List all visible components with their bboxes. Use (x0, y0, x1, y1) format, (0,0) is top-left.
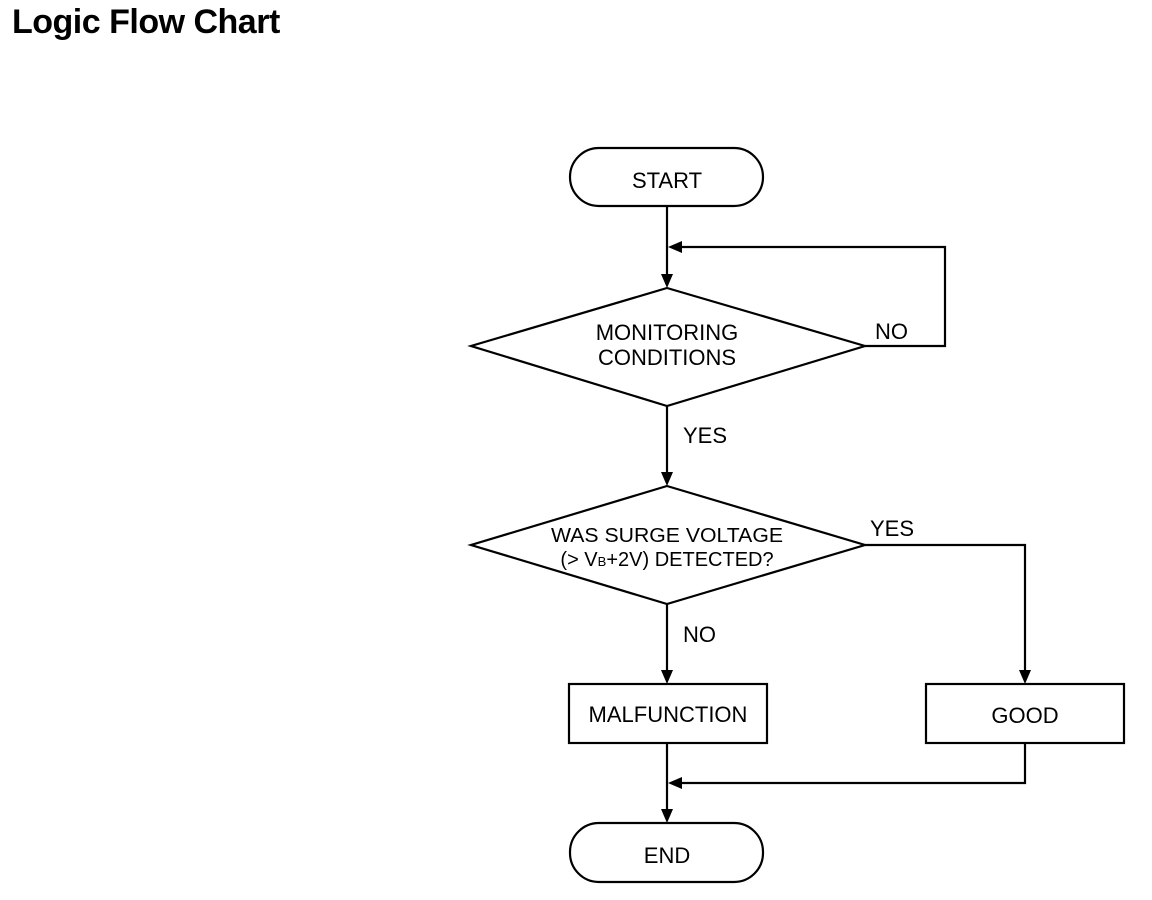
arrowhead-into-malfunction (661, 670, 673, 684)
start-node: START (568, 146, 765, 208)
page-title: Logic Flow Chart (12, 3, 280, 41)
start-label: START (632, 168, 702, 193)
surge-label-line2: (> VB+2V) DETECTED? (560, 549, 773, 571)
surge-label-line1: WAS SURGE VOLTAGE (551, 525, 783, 547)
surge-yes-label: YES (870, 516, 914, 541)
malfunction-node: MALFUNCTION (567, 682, 769, 745)
end-node: END (568, 821, 765, 884)
end-label: END (644, 843, 690, 868)
arrowhead-merge (668, 777, 682, 789)
arrowhead-into-end (661, 809, 673, 823)
good-node: GOOD (924, 682, 1126, 745)
arrowhead-into-monitoring (661, 274, 673, 288)
connector-good-to-merge (680, 743, 1027, 785)
surge-voltage-decision: WAS SURGE VOLTAGE (> VB+2V) DETECTED? (467, 484, 869, 606)
arrowhead-loop-return (668, 241, 682, 253)
surge-no-label: NO (683, 622, 716, 647)
monitoring-decision: MONITORING CONDITIONS (467, 286, 869, 408)
monitoring-no-label: NO (875, 319, 908, 344)
arrowhead-into-surge (661, 472, 673, 486)
monitoring-label-line1: MONITORING (596, 320, 739, 345)
connector-surge-yes-to-good (865, 543, 1027, 672)
monitoring-label-line2: CONDITIONS (598, 345, 736, 370)
monitoring-yes-label: YES (683, 423, 727, 448)
connector-monitoring-no-loop (680, 245, 947, 348)
malfunction-label: MALFUNCTION (589, 702, 748, 727)
good-label: GOOD (991, 703, 1058, 728)
arrowhead-into-good (1019, 670, 1031, 684)
